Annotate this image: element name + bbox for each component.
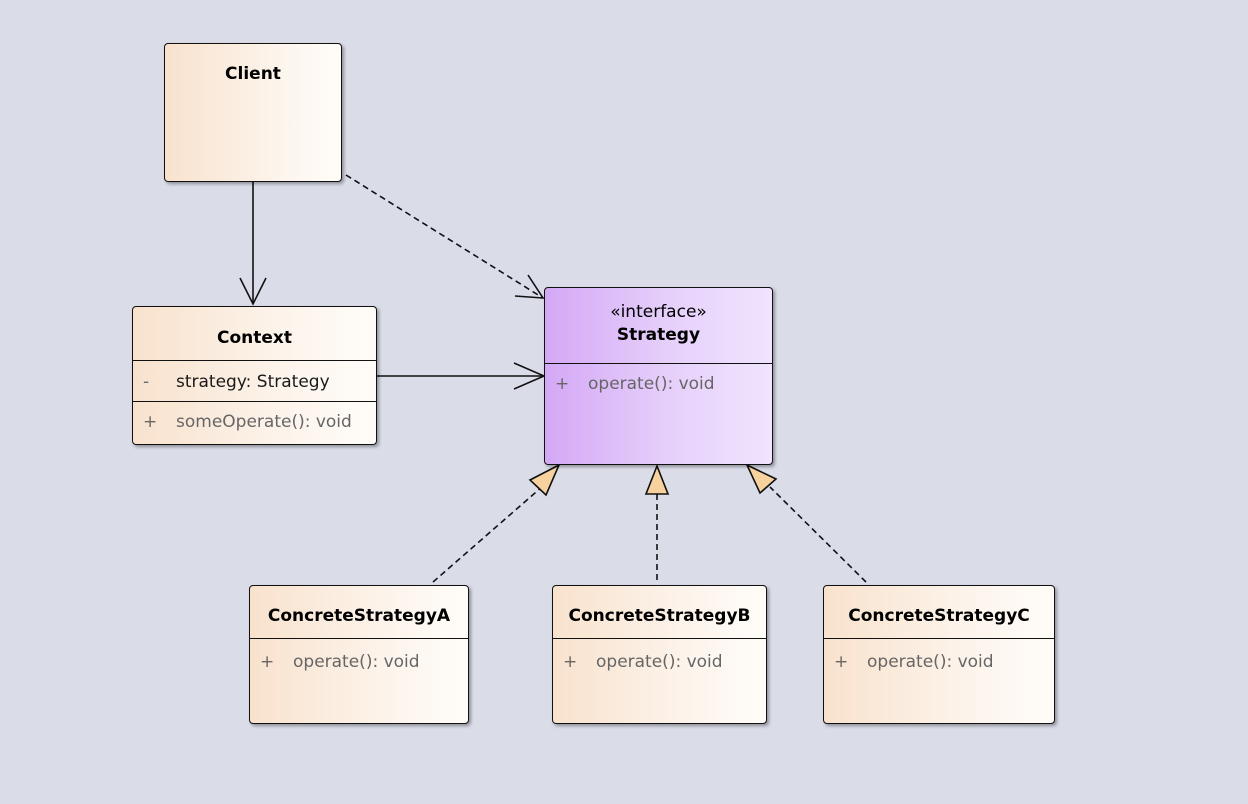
context-operation-someoperate[interactable]: someOperate(): void xyxy=(176,412,352,432)
concrete-strategy-c-operations: + operate(): void xyxy=(824,639,1054,723)
concrete-strategy-b-operations: + operate(): void xyxy=(553,639,766,723)
concrete-strategy-a-operation-operate[interactable]: operate(): void xyxy=(293,652,420,672)
concrete-strategy-b-operation-visibility: + xyxy=(563,652,578,672)
concrete-strategy-b-name: ConcreteStrategyB xyxy=(568,606,751,626)
concrete-strategy-b-class[interactable]: ConcreteStrategyB + operate(): void xyxy=(552,585,767,724)
context-strategy-association[interactable] xyxy=(376,362,547,390)
context-class-name: Context xyxy=(216,328,292,348)
client-class-name: Client xyxy=(225,64,281,84)
concrete-strategy-b-operation-operate[interactable]: operate(): void xyxy=(596,652,723,672)
client-class-header: Client xyxy=(165,44,341,84)
strategy-operation-visibility: + xyxy=(555,374,570,394)
strategy-operations: + operate(): void xyxy=(545,364,772,464)
concrete-c-realization[interactable] xyxy=(745,463,867,583)
concrete-strategy-c-header: ConcreteStrategyC xyxy=(824,586,1054,639)
context-attributes: - strategy: Strategy xyxy=(133,361,376,402)
context-attribute-strategy[interactable]: strategy: Strategy xyxy=(176,372,330,392)
concrete-b-realization[interactable] xyxy=(644,463,670,580)
concrete-strategy-c-operation-operate[interactable]: operate(): void xyxy=(867,652,994,672)
context-class[interactable]: Context - strategy: Strategy + someOpera… xyxy=(132,306,377,445)
strategy-interface[interactable]: «interface» Strategy + operate(): void xyxy=(544,287,773,465)
context-operations: + someOperate(): void xyxy=(133,402,376,442)
strategy-operation-operate[interactable]: operate(): void xyxy=(588,374,715,394)
concrete-strategy-c-name: ConcreteStrategyC xyxy=(848,606,1030,626)
concrete-strategy-c-operation-visibility: + xyxy=(834,652,849,672)
client-class[interactable]: Client xyxy=(164,43,342,182)
strategy-interface-header: «interface» Strategy xyxy=(545,288,772,364)
concrete-a-realization[interactable] xyxy=(432,463,561,583)
concrete-strategy-a-class[interactable]: ConcreteStrategyA + operate(): void xyxy=(249,585,469,724)
client-context-association[interactable] xyxy=(239,182,267,306)
concrete-strategy-c-class[interactable]: ConcreteStrategyC + operate(): void xyxy=(823,585,1055,724)
concrete-strategy-a-name: ConcreteStrategyA xyxy=(267,606,451,626)
context-class-header: Context xyxy=(133,307,376,361)
concrete-strategy-a-header: ConcreteStrategyA xyxy=(250,586,468,639)
strategy-stereotype: «interface» xyxy=(610,302,707,322)
concrete-strategy-a-operations: + operate(): void xyxy=(250,639,468,723)
concrete-strategy-b-header: ConcreteStrategyB xyxy=(553,586,766,639)
strategy-interface-name: Strategy xyxy=(616,325,701,345)
context-attribute-visibility: - xyxy=(143,372,150,392)
client-strategy-dependency[interactable] xyxy=(345,174,545,299)
context-operation-visibility: + xyxy=(143,412,158,432)
concrete-strategy-a-operation-visibility: + xyxy=(260,652,275,672)
